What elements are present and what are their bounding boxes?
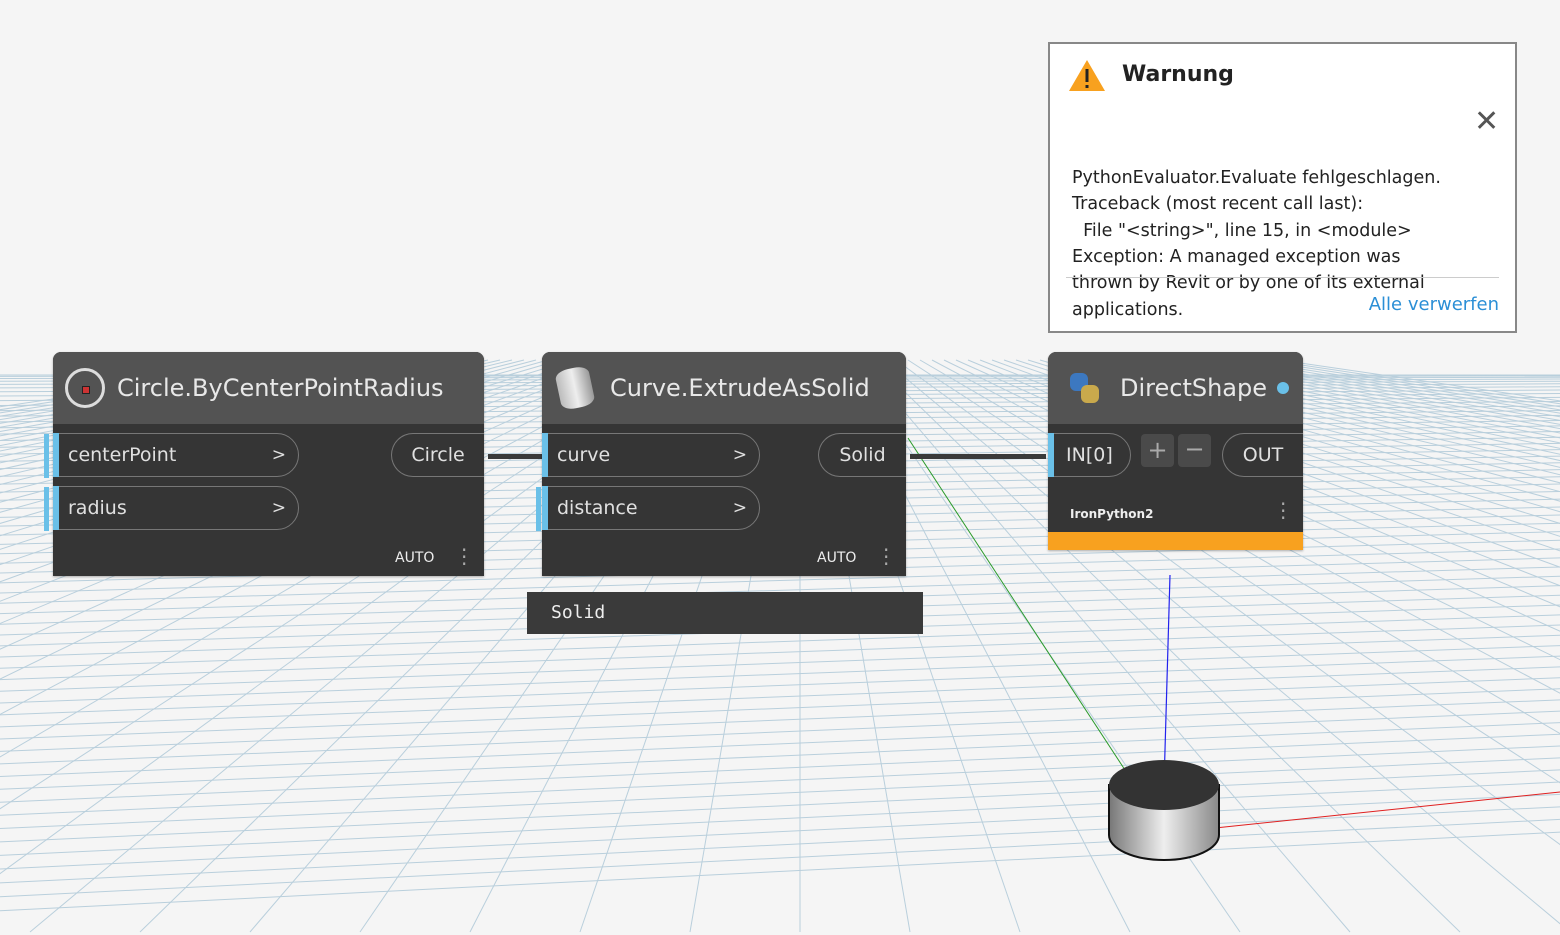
warning-popup: Warnung ✕ PythonEvaluator.Evaluate fehlg… [1048, 42, 1517, 333]
grid-line [0, 566, 1560, 615]
grid-line [0, 634, 1560, 692]
more-options-icon[interactable]: ··· [883, 538, 890, 576]
grid-line [1039, 359, 1560, 513]
output-port-solid[interactable]: Solid [818, 433, 906, 477]
grid-line [0, 793, 1560, 870]
message-line: Exception: A managed exception was [1072, 247, 1401, 268]
input-port-distance[interactable]: distance > [536, 486, 760, 531]
lacing-label[interactable]: AUTO [395, 550, 435, 566]
remove-input-button[interactable]: − [1178, 434, 1211, 467]
python-icon [1070, 373, 1100, 403]
grid-line [0, 745, 1560, 816]
message-line: File "<string>", line 15, in <module> [1072, 220, 1412, 241]
message-line: thrown by Revit or by one of its externa… [1072, 273, 1425, 294]
grid-line [0, 557, 1560, 604]
node-header[interactable]: Circle.ByCenterPointRadius [53, 352, 484, 424]
output-port-out[interactable]: OUT [1222, 433, 1303, 477]
divider [1066, 277, 1499, 278]
chevron-icon: > [732, 445, 747, 465]
node-title: Circle.ByCenterPointRadius [117, 374, 444, 402]
more-options-icon[interactable]: ··· [461, 538, 468, 576]
grid-line [1099, 359, 1560, 468]
grid-line [0, 614, 1560, 669]
grid-line [0, 831, 1560, 912]
grid-line [0, 666, 1560, 728]
input-port-curve[interactable]: curve > [542, 433, 760, 477]
grid-line [0, 757, 1560, 830]
preview-bubble[interactable]: Solid [527, 592, 923, 634]
node-directshape[interactable]: DirectShape IN[0] + − OUT IronPython2 ··… [1048, 352, 1303, 550]
warning-icon [1069, 60, 1105, 91]
node-title: Curve.ExtrudeAsSolid [610, 374, 870, 402]
warning-message[interactable]: PythonEvaluator.Evaluate fehlgeschlagen.… [1072, 112, 1441, 376]
message-line: Traceback (most recent call last): [1072, 194, 1364, 215]
node-title: DirectShape [1120, 374, 1268, 402]
connector-wire[interactable] [910, 454, 1046, 459]
close-icon[interactable]: ✕ [1474, 104, 1500, 139]
grid-line [1015, 359, 1560, 537]
node-header[interactable]: DirectShape [1048, 352, 1303, 424]
grid-line [0, 781, 1560, 856]
python-engine-label[interactable]: IronPython2 [1070, 507, 1154, 521]
grid-line [0, 733, 1560, 803]
grid-line [0, 655, 1560, 716]
grid-line [0, 722, 1560, 790]
axis-z [1163, 574, 1171, 786]
grid-line [0, 710, 1560, 778]
connector-wire[interactable] [488, 454, 542, 459]
warning-status-bar [1048, 532, 1303, 550]
grid-line [1087, 359, 1560, 476]
chevron-icon: > [271, 445, 286, 465]
port-label: centerPoint [68, 444, 177, 466]
grid-line [1111, 359, 1560, 462]
grid-line [0, 688, 1560, 752]
dismiss-all-link[interactable]: Alle verwerfen [1368, 294, 1499, 315]
port-label: radius [68, 497, 127, 519]
chevron-icon: > [732, 498, 747, 518]
node-circle-by-center-point-radius[interactable]: Circle.ByCenterPointRadius centerPoint> … [44, 352, 484, 576]
chevron-icon: > [271, 498, 286, 518]
circle-icon [65, 368, 105, 408]
port-label: IN[0] [1066, 444, 1113, 466]
extrude-solid-icon [554, 364, 596, 412]
output-port-circle[interactable]: Circle [391, 433, 484, 477]
port-label: curve [557, 444, 611, 466]
grid-line [0, 818, 1560, 898]
grid-line [1063, 359, 1560, 493]
grid-line [0, 699, 1560, 765]
solid-cylinder-preview [1108, 760, 1220, 861]
grid-line [0, 359, 477, 464]
node-header[interactable]: Curve.ExtrudeAsSolid [542, 352, 906, 424]
grid-line [1075, 359, 1560, 484]
status-dot [1277, 382, 1290, 394]
axis-x [1214, 791, 1560, 829]
port-label: distance [557, 497, 638, 519]
more-options-icon[interactable]: ··· [1280, 492, 1287, 530]
message-line: applications. [1072, 299, 1184, 320]
axis-y [907, 437, 1126, 771]
input-port-in0[interactable]: IN[0] [1048, 433, 1131, 477]
node-curve-extrude-as-solid[interactable]: Curve.ExtrudeAsSolid curve > distance > So… [536, 352, 906, 576]
warning-title: Warnung [1122, 62, 1234, 87]
lacing-label[interactable]: AUTO [817, 550, 857, 566]
grid-line [0, 769, 1560, 843]
grid-line [0, 359, 465, 458]
grid-line [1027, 359, 1560, 524]
input-port-radius[interactable]: radius > [44, 486, 299, 531]
grid-line [0, 677, 1560, 740]
grid-line [0, 624, 1560, 681]
input-port-centerpoint[interactable]: centerPoint > [44, 433, 299, 478]
grid-line [1051, 359, 1560, 502]
message-line: PythonEvaluator.Evaluate fehlgeschlagen. [1072, 167, 1441, 188]
add-input-button[interactable]: + [1141, 434, 1174, 467]
